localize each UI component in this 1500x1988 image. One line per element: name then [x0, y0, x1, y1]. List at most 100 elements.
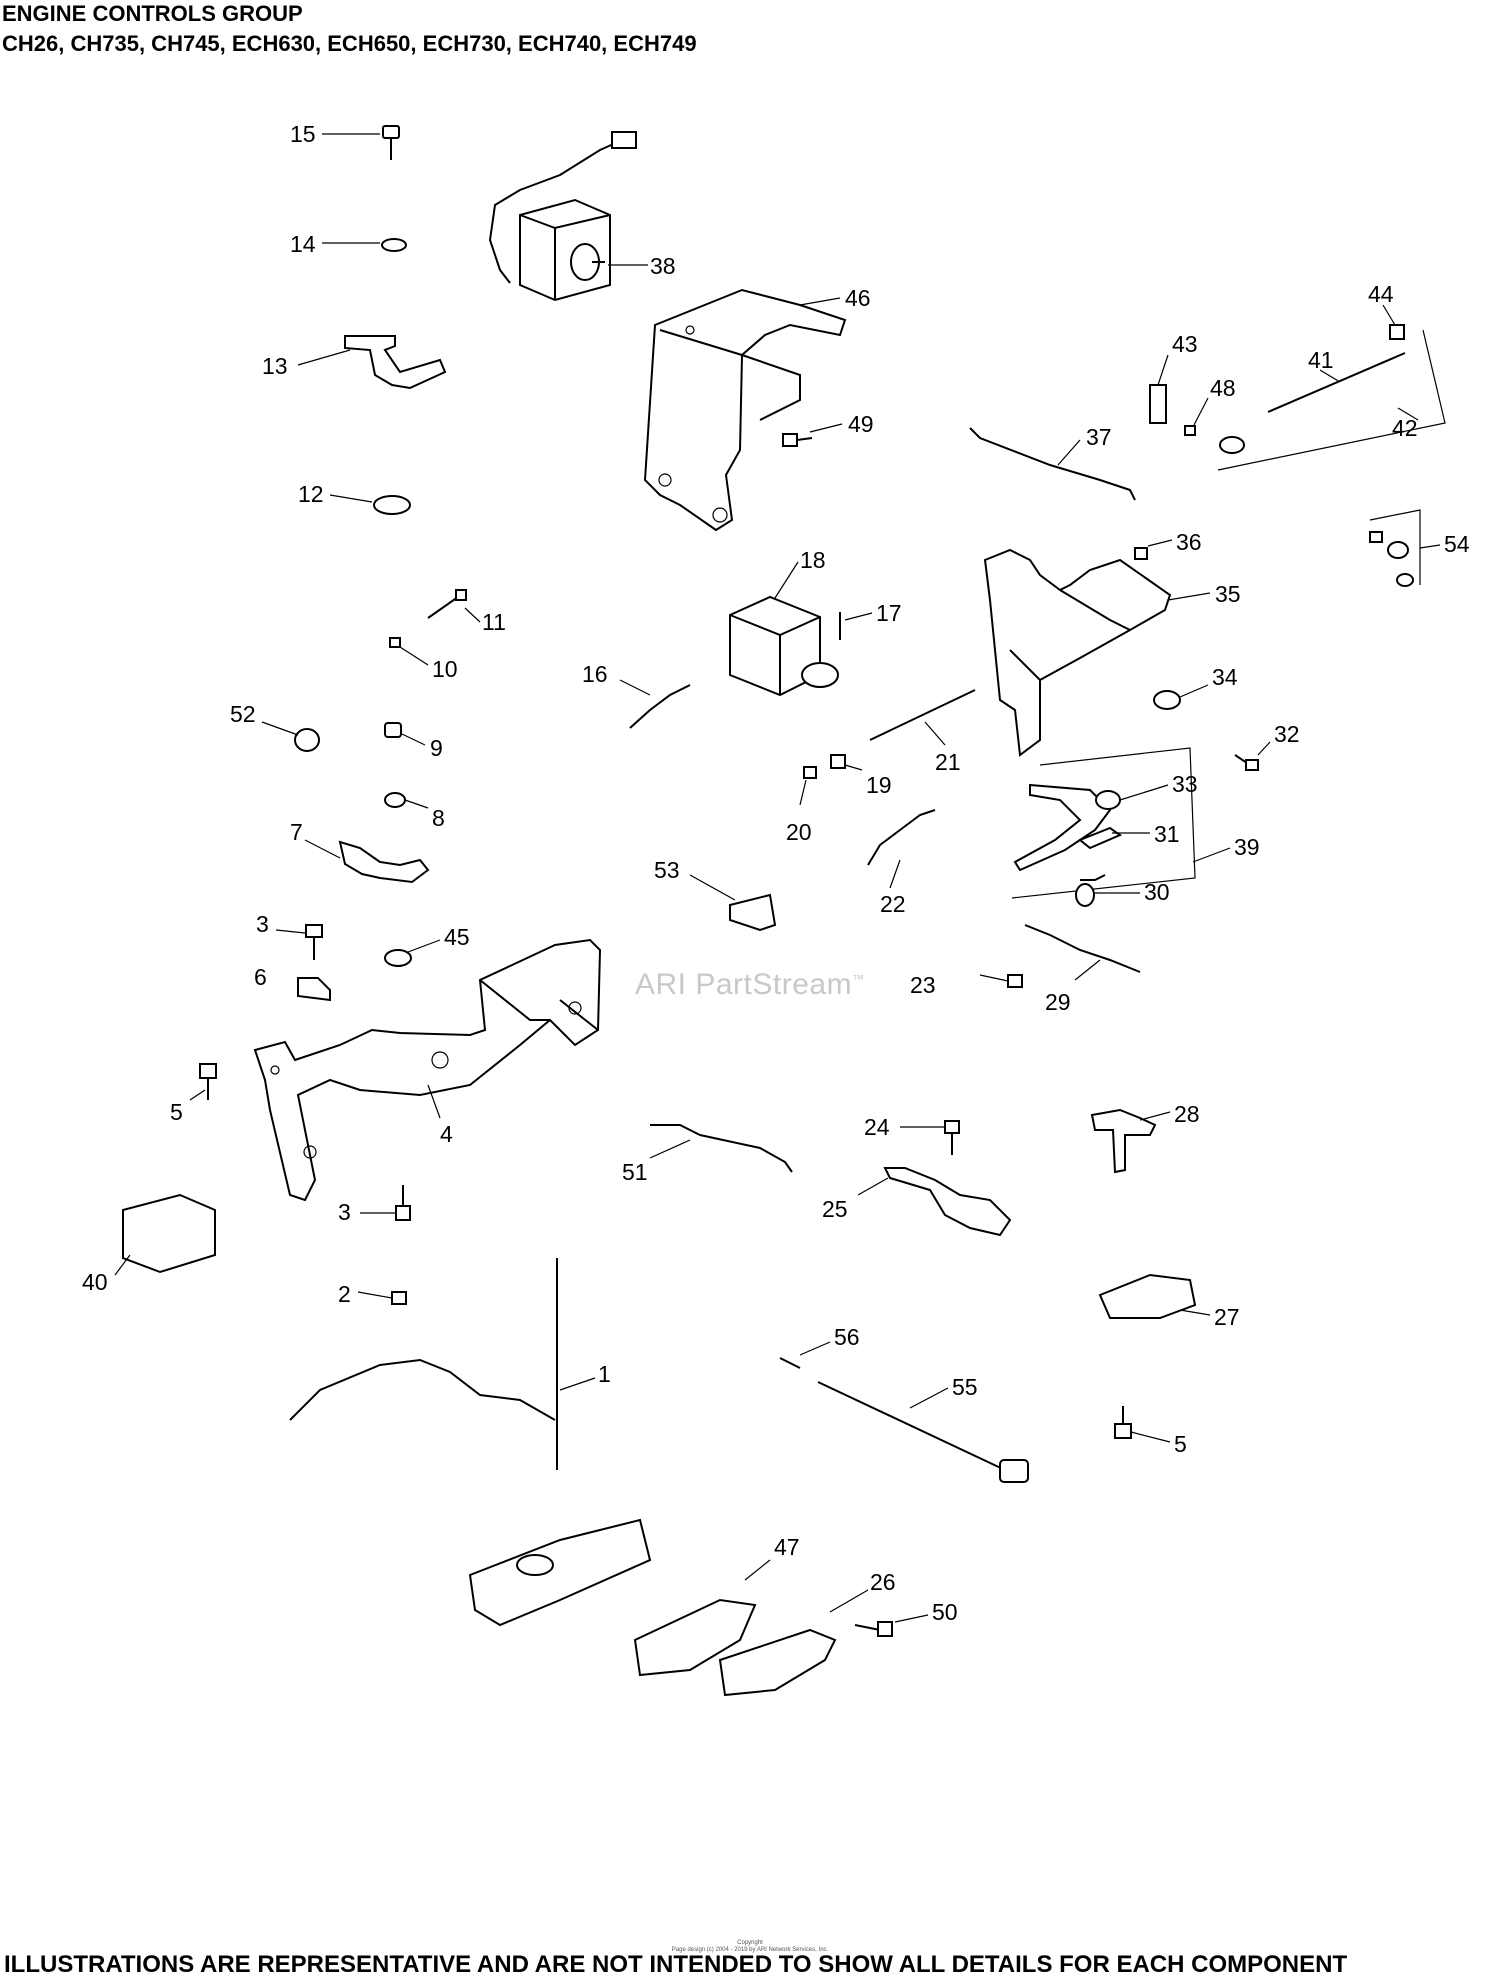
svg-text:16: 16 [582, 661, 608, 687]
callout-28: 28 [1139, 1101, 1200, 1127]
callout-6: 6 [254, 964, 267, 990]
callout-37: 37 [1057, 424, 1112, 466]
callout-7: 7 [290, 819, 341, 859]
callout-26: 26 [829, 1569, 896, 1613]
callout-31: 31 [1112, 821, 1180, 847]
callout-53: 53 [654, 857, 736, 901]
callout-3-lower: 3 [338, 1199, 396, 1225]
svg-text:9: 9 [430, 735, 443, 761]
part-26-plate-illustration [718, 1628, 837, 1697]
callout-35: 35 [1167, 581, 1241, 607]
callout-9: 9 [401, 733, 443, 761]
part-53-clip-illustration [729, 893, 777, 932]
svg-text:11: 11 [482, 609, 506, 635]
svg-text:56: 56 [834, 1324, 860, 1350]
svg-text:34: 34 [1212, 664, 1238, 690]
svg-text:3: 3 [338, 1199, 351, 1225]
part-5-bolt-illustration [199, 1063, 217, 1100]
svg-text:40: 40 [82, 1269, 108, 1295]
part-22-spring-illustration [867, 809, 936, 866]
part-7-bracket-illustration [338, 840, 430, 884]
svg-text:20: 20 [786, 819, 812, 845]
svg-text:43: 43 [1172, 331, 1198, 357]
part-3-screw-illustration [305, 924, 323, 960]
part-46-bracket-illustration [643, 288, 847, 532]
svg-text:10: 10 [432, 656, 458, 682]
svg-text:8: 8 [432, 805, 445, 831]
part-2-nut-illustration [391, 1291, 407, 1305]
svg-text:50: 50 [932, 1599, 958, 1625]
callout-18: 18 [774, 547, 826, 599]
callout-25: 25 [822, 1177, 889, 1222]
svg-text:23: 23 [910, 972, 936, 998]
callout-36: 36 [1147, 529, 1202, 555]
svg-text:45: 45 [444, 924, 470, 950]
svg-text:31: 31 [1154, 821, 1180, 847]
callout-38: 38 [608, 253, 676, 279]
callout-32: 32 [1257, 721, 1300, 756]
part-35-bracket-illustration [983, 548, 1172, 757]
svg-text:2: 2 [338, 1281, 351, 1307]
part-41-42-44-kit-illustration [1217, 324, 1446, 471]
callout-46: 46 [799, 285, 871, 311]
part-20-nut-illustration [803, 766, 817, 779]
svg-text:17: 17 [876, 600, 902, 626]
callout-55: 55 [909, 1374, 978, 1409]
part-3-lower-screw-illustration [395, 1185, 411, 1221]
svg-text:21: 21 [935, 749, 961, 775]
part-9-nut-illustration [384, 722, 402, 738]
svg-text:55: 55 [952, 1374, 978, 1400]
svg-text:33: 33 [1172, 771, 1198, 797]
part-49-screw-illustration [782, 433, 813, 447]
svg-text:13: 13 [262, 353, 288, 379]
part-4-control-bracket-illustration [253, 938, 602, 1202]
copyright-notice: Copyright Page design (c) 2004 - 2019 by… [671, 1940, 829, 1953]
callout-16: 16 [582, 661, 651, 696]
svg-text:5: 5 [1174, 1431, 1187, 1457]
callout-50: 50 [894, 1599, 958, 1625]
svg-text:5: 5 [170, 1099, 183, 1125]
callout-12: 12 [298, 481, 373, 507]
callout-8: 8 [404, 799, 445, 831]
callout-42: 42 [1392, 407, 1419, 441]
callout-13: 13 [262, 349, 351, 379]
callout-20: 20 [786, 779, 812, 845]
svg-text:37: 37 [1086, 424, 1112, 450]
part-6-clip-illustration [297, 977, 331, 1002]
svg-text:52: 52 [230, 701, 256, 727]
callout-48: 48 [1193, 375, 1236, 426]
callout-3: 3 [256, 911, 306, 937]
part-40-housing-illustration [122, 1193, 216, 1274]
svg-text:15: 15 [290, 121, 316, 147]
callout-11: 11 [464, 607, 506, 635]
callout-33: 33 [1119, 771, 1198, 801]
callout-49: 49 [809, 411, 874, 437]
svg-text:53: 53 [654, 857, 680, 883]
part-24-screw-illustration [944, 1120, 960, 1155]
callout-39: 39 [1192, 834, 1260, 863]
part-13-lever-illustration [344, 335, 447, 390]
svg-text:38: 38 [650, 253, 676, 279]
svg-text:26: 26 [870, 1569, 896, 1595]
part-45-washer-illustration [384, 949, 412, 967]
callout-45: 45 [407, 924, 470, 953]
svg-text:35: 35 [1215, 581, 1241, 607]
part-38-stepper-motor-illustration [488, 131, 637, 302]
svg-text:14: 14 [290, 231, 316, 257]
svg-text:29: 29 [1045, 989, 1071, 1015]
svg-text:6: 6 [254, 964, 267, 990]
svg-text:42: 42 [1392, 415, 1418, 441]
watermark: ARI PartStream™ [635, 968, 865, 1001]
part-52-bushing-illustration [294, 728, 320, 752]
part-39-linkage-kit-illustration [1011, 747, 1196, 907]
svg-text:47: 47 [774, 1534, 800, 1560]
svg-text:30: 30 [1144, 879, 1170, 905]
disclaimer-footer: ILLUSTRATIONS ARE REPRESENTATIVE AND ARE… [4, 1951, 1348, 1978]
part-16-spring-illustration [629, 684, 691, 729]
part-43-clip-illustration [1149, 384, 1167, 424]
callout-22: 22 [880, 859, 906, 917]
part-27-plate-illustration [1098, 1273, 1197, 1319]
svg-text:48: 48 [1210, 375, 1236, 401]
svg-text:28: 28 [1174, 1101, 1200, 1127]
